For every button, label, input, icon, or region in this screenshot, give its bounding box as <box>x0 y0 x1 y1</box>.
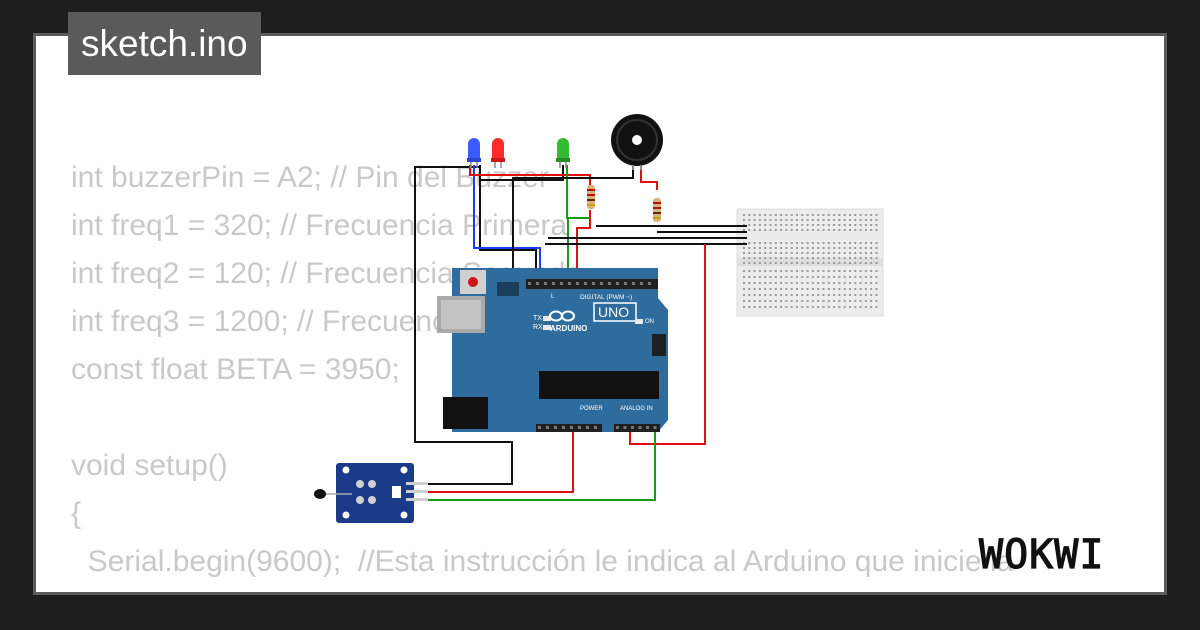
arduino-brand: ARDUINO <box>550 324 587 333</box>
digital-label: DIGITAL (PWM ~) <box>580 294 632 301</box>
l-label: L <box>551 294 555 300</box>
blue-led <box>467 138 481 168</box>
rx-label: RX <box>533 324 543 331</box>
analog-label: ANALOG IN <box>620 406 653 412</box>
wokwi-logo-text: WOKWI <box>979 532 1104 577</box>
microcontroller-chip <box>539 371 659 399</box>
project-title[interactable]: sketch.ino <box>68 12 261 75</box>
wires <box>414 165 747 501</box>
code-line: { <box>71 497 82 530</box>
wire-red-led <box>469 165 591 185</box>
wire-bb-red <box>629 244 706 445</box>
wire-buzzer-black <box>512 165 634 278</box>
code-line: const float BETA = 3950; <box>71 353 400 386</box>
code-line: void setup() <box>71 449 228 482</box>
power-label: POWER <box>580 406 603 412</box>
breadboard <box>736 208 884 317</box>
analog-header <box>614 424 660 432</box>
uno-model: UNO <box>598 304 629 320</box>
wire-black-main <box>414 166 513 485</box>
resistor-2 <box>653 198 661 222</box>
arduino-uno: DIGITAL (PWM ~) TX RX L ARDUINO UNO ON P… <box>437 268 668 432</box>
wire-sensor-green <box>428 432 656 501</box>
resistor-1 <box>587 185 595 209</box>
wokwi-logo: WOKWI <box>978 531 1104 577</box>
tx-label: TX <box>533 315 542 322</box>
thermistor-icon <box>314 489 326 499</box>
red-led <box>491 138 505 168</box>
power-header <box>536 424 602 432</box>
wire-sensor-red <box>428 432 574 493</box>
buzzer <box>611 114 663 170</box>
on-label: ON <box>645 319 654 325</box>
wire-black-led <box>480 165 564 181</box>
temperature-sensor-module <box>314 463 428 523</box>
wire-buzzer-red <box>640 165 658 190</box>
wire-black-gnd <box>479 165 537 278</box>
code-line: Serial.begin(9600); //Esta instrucción l… <box>71 545 1014 578</box>
wire-green-led <box>566 165 590 219</box>
green-led <box>556 138 570 168</box>
wire-blue <box>473 165 541 278</box>
